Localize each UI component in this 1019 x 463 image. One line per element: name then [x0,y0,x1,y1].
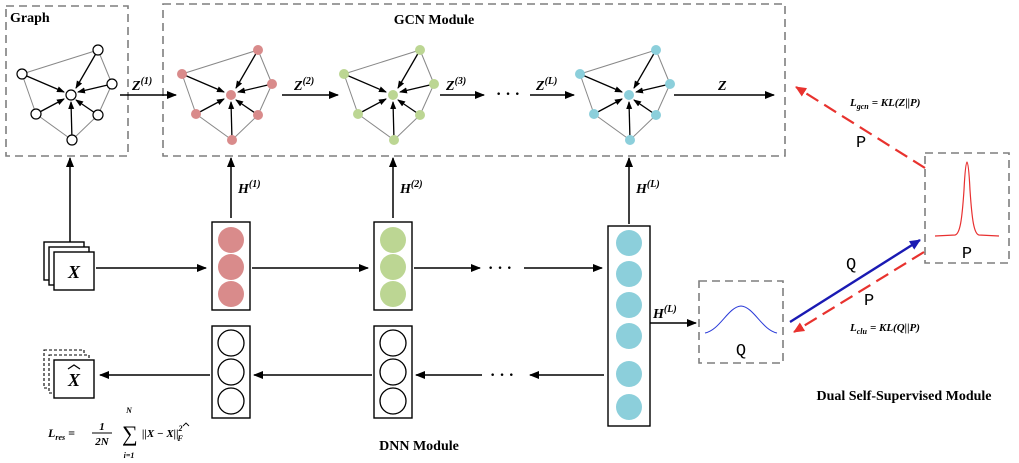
output-xhat-label: X [67,370,81,390]
gcn-graph-layer-l [575,45,675,145]
label-z-out: Z [717,79,727,94]
gcn-node-blue [651,110,661,120]
gcn-node-green [389,135,399,145]
q-distribution-box [698,280,784,364]
gcn-node-blue [625,135,635,145]
graph-node [65,89,77,101]
gcn-node-red [191,109,201,119]
graph-title: Graph [10,11,50,26]
gcn-graph-layer-1 [177,45,277,145]
graph-node [92,44,104,56]
gcn-node-red [177,69,187,79]
svg-text:1: 1 [99,421,105,433]
gcn-node-blue [665,79,675,89]
input-x-label: X [67,262,81,282]
gcn-module-title: GCN Module [394,13,475,28]
gcn-node-blue [589,109,599,119]
svg-text:2N: 2N [94,436,110,448]
gcn-node-green [429,79,439,89]
graph-node [16,68,28,80]
loss-clu: Lclu= KL(Q||P) [849,322,920,336]
svg-text:Lres=: Lres= [47,426,75,442]
q-gaussian-curve [704,305,778,334]
p-box-label: P [962,245,972,264]
p-gaussian-curve [934,161,1000,237]
dnn-decoder-layer-2 [373,325,413,419]
gcn-node-blue [624,90,634,100]
p-gcn-label: P [856,134,866,153]
output-xhat-stack [43,349,95,399]
label-z2: Z(2) [293,76,314,94]
input-x-stack [43,241,95,291]
label-z3: Z(3) [445,76,466,94]
dnn-layer-1 [211,221,251,311]
label-hl: H(L) [635,179,660,197]
dual-module-title: Dual Self-Supervised Module [816,389,991,404]
gcn-node-blue [651,45,661,55]
graph-node [106,78,118,90]
gcn-node-green [388,90,398,100]
svg-text:i=1: i=1 [124,451,135,460]
label-zl: Z(L) [535,76,557,94]
input-graph [16,44,118,146]
p-distribution-box [924,152,1010,264]
arrow-p-to-q [793,251,925,333]
gcn-node-green [415,45,425,55]
svg-text:||X − X||2F: ||X − X||2F [142,424,184,443]
q-box-label: Q [736,342,746,361]
graph-node [66,134,78,146]
gcn-node-red [267,79,277,89]
gcn-node-red [227,135,237,145]
label-h2: H(2) [399,179,423,197]
label-hl-side: H(L) [652,304,677,322]
dnn-module-title: DNN Module [379,439,459,454]
gcn-node-red [253,110,263,120]
gcn-ellipsis: · · · [496,86,520,103]
gcn-node-blue [575,69,585,79]
gcn-node-green [339,69,349,79]
graph-node [30,108,42,120]
arrow-p-to-gcn [795,86,926,169]
dnn-decoder-layer-1 [211,325,251,419]
p-arrow-label: P [864,292,874,311]
label-z1: Z(1) [131,76,152,94]
gcn-node-green [415,110,425,120]
q-arrow-label: Q [846,256,856,275]
dnn-ellipsis-bottom: · · · [490,367,514,384]
arrow-q-to-p [789,238,921,324]
graph-node [92,109,104,121]
label-h1: H(1) [237,179,261,197]
gcn-node-red [226,90,236,100]
loss-gcn: Lgcn= KL(Z||P) [849,97,920,111]
dnn-layer-l [607,225,651,427]
svg-text:N: N [125,406,133,415]
graph-box [5,5,129,157]
dnn-ellipsis-top: · · · [488,260,512,277]
gcn-node-red [253,45,263,55]
xhat-hat [67,364,81,370]
svg-text:∑: ∑ [122,421,138,446]
gcn-graph-layer-2 [339,45,439,145]
gcn-module-box [162,3,786,157]
gcn-node-green [353,109,363,119]
dnn-layer-2 [373,221,413,311]
